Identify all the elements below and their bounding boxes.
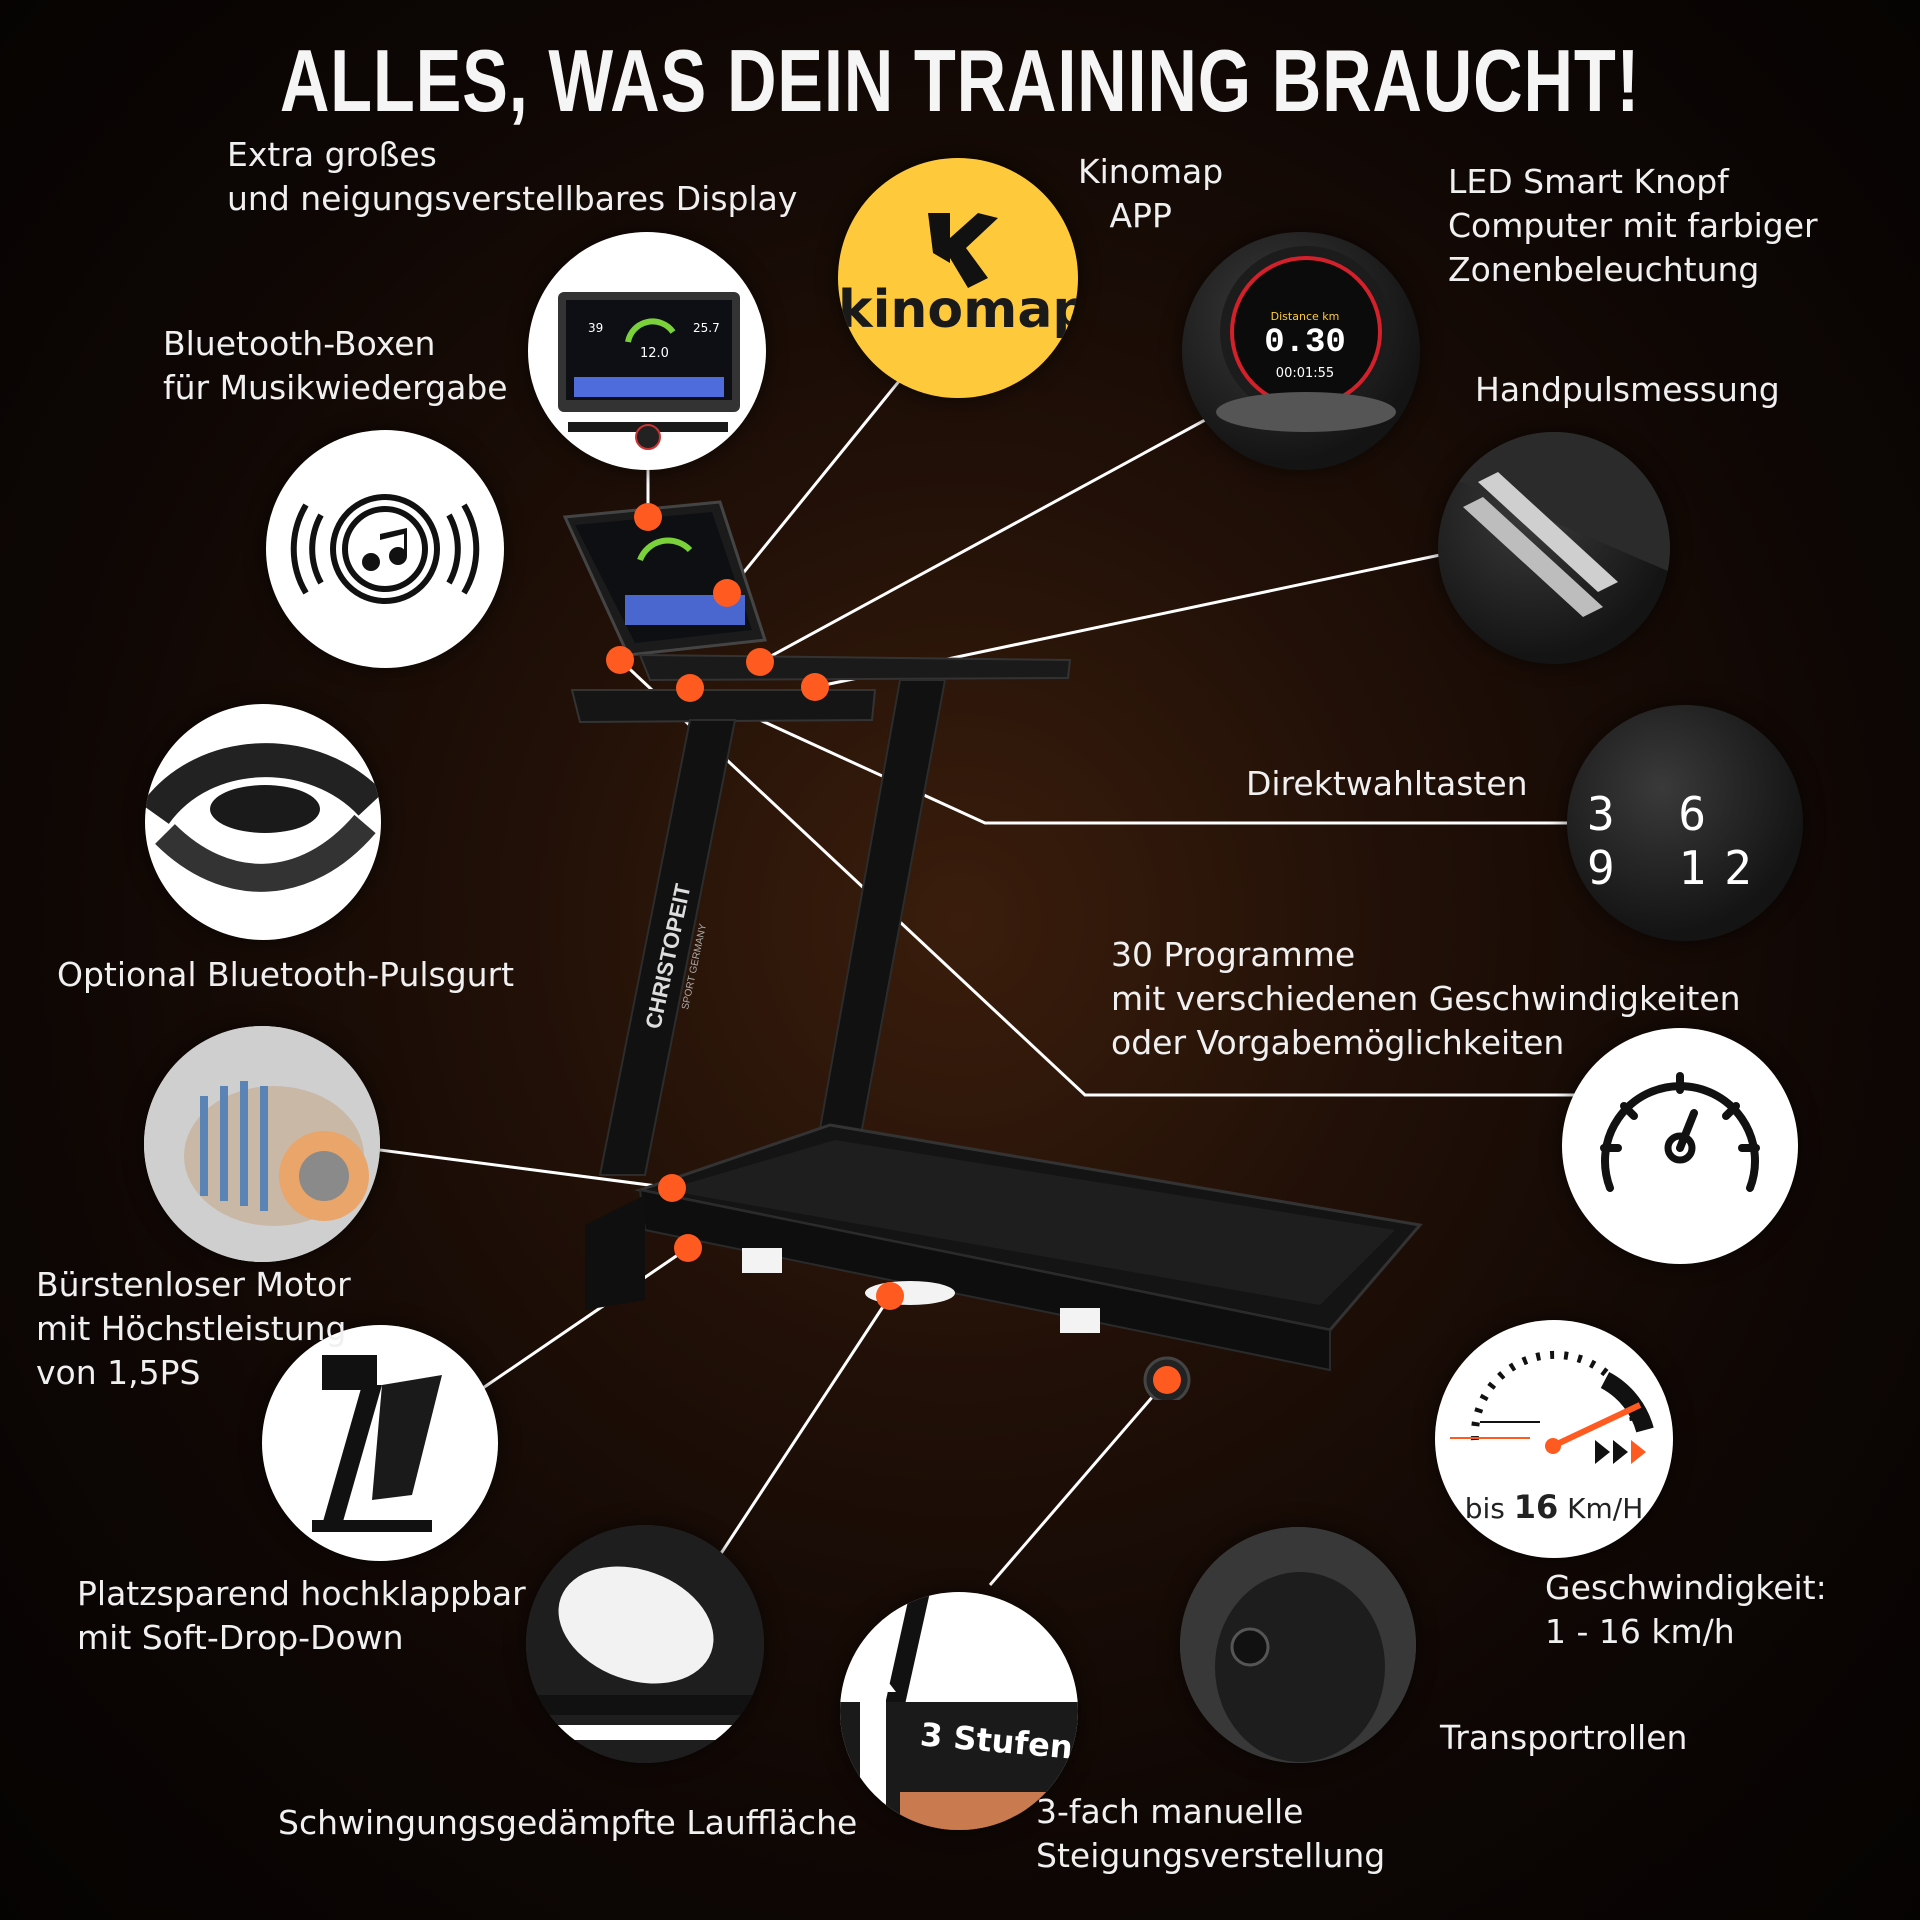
display-circle: 39 12.0 25.7 bbox=[528, 232, 766, 470]
speedometer-circle bbox=[1562, 1028, 1798, 1264]
speaker-circle bbox=[266, 430, 504, 668]
led-knob-circle: Distance km 0.30 00:01:55 bbox=[1182, 232, 1420, 470]
marker-dot bbox=[876, 1282, 904, 1310]
label-led-knob: LED Smart Knopf Computer mit farbiger Zo… bbox=[1448, 162, 1818, 289]
quick-key-digits: 3 6 9 12 bbox=[1587, 787, 1770, 895]
label-programs: 30 Programme mit verschiedenen Geschwind… bbox=[1111, 935, 1741, 1062]
marker-dot bbox=[801, 673, 829, 701]
marker-dot bbox=[746, 648, 774, 676]
console-center-readout: 12.0 bbox=[640, 346, 669, 361]
speed-badge-circle: bis 16 Km/H bbox=[1435, 1320, 1673, 1558]
marker-dot bbox=[634, 503, 662, 531]
label-chest-strap: Optional Bluetooth-Pulsgurt bbox=[57, 955, 515, 994]
label-wheels: Transportrollen bbox=[1440, 1718, 1688, 1757]
speedometer-icon bbox=[1600, 1072, 1760, 1192]
headline: ALLES, WAS DEIN TRAINING BRAUCHT! bbox=[279, 31, 1641, 130]
label-damping: Schwingungsgedämpfte Lauffläche bbox=[278, 1803, 858, 1842]
label-hand-pulse: Handpulsmessung bbox=[1475, 370, 1780, 409]
incline-circle: 3 Stufen bbox=[840, 1592, 1078, 1830]
label-display: Extra großes und neigungsverstellbares D… bbox=[227, 135, 798, 218]
knob-caption: Distance km bbox=[1270, 310, 1340, 323]
label-bluetooth-speakers: Bluetooth-Boxen für Musikwiedergabe bbox=[163, 324, 508, 407]
label-foldable: Platzsparend hochklappbar mit Soft-Drop-… bbox=[77, 1574, 526, 1657]
label-kinomap: Kinomap APP bbox=[1078, 152, 1224, 235]
wheels-circle bbox=[1180, 1527, 1416, 1763]
marker-dot bbox=[658, 1174, 686, 1202]
quick-keys-circle: 3 6 9 12 bbox=[1567, 705, 1803, 941]
damping-circle bbox=[526, 1525, 764, 1763]
chest-strap-circle bbox=[145, 704, 381, 940]
music-speaker-icon bbox=[290, 494, 480, 604]
label-speed: Geschwindigkeit: 1 - 16 km/h bbox=[1545, 1568, 1827, 1651]
marker-dot bbox=[1153, 1366, 1181, 1394]
marker-dot bbox=[713, 579, 741, 607]
knob-time: 00:01:55 bbox=[1275, 366, 1335, 381]
knob-value: 0.30 bbox=[1264, 324, 1346, 362]
label-incline: 3-fach manuelle Steigungsverstellung bbox=[1036, 1792, 1386, 1875]
label-motor: Bürstenloser Motor mit Höchstleistung vo… bbox=[36, 1265, 351, 1392]
speed-badge-prefix: bis bbox=[1464, 1492, 1505, 1525]
hand-pulse-circle bbox=[1438, 432, 1670, 664]
console-right-readout: 25.7 bbox=[693, 321, 720, 335]
kinomap-circle: kinomap bbox=[838, 158, 1078, 398]
speed-badge-text: bis 16 Km/H bbox=[1435, 1488, 1673, 1526]
speed-badge-unit: Km/H bbox=[1567, 1492, 1644, 1525]
marker-dot bbox=[676, 674, 704, 702]
console-left-readout: 39 bbox=[588, 321, 603, 335]
foldable-circle bbox=[262, 1325, 498, 1561]
speed-badge-value: 16 bbox=[1513, 1488, 1559, 1526]
marker-dot bbox=[674, 1234, 702, 1262]
kinomap-logo-text: kinomap bbox=[838, 280, 1078, 340]
motor-circle bbox=[144, 1026, 380, 1262]
marker-dot bbox=[606, 646, 634, 674]
label-quick-keys: Direktwahltasten bbox=[1246, 764, 1528, 803]
